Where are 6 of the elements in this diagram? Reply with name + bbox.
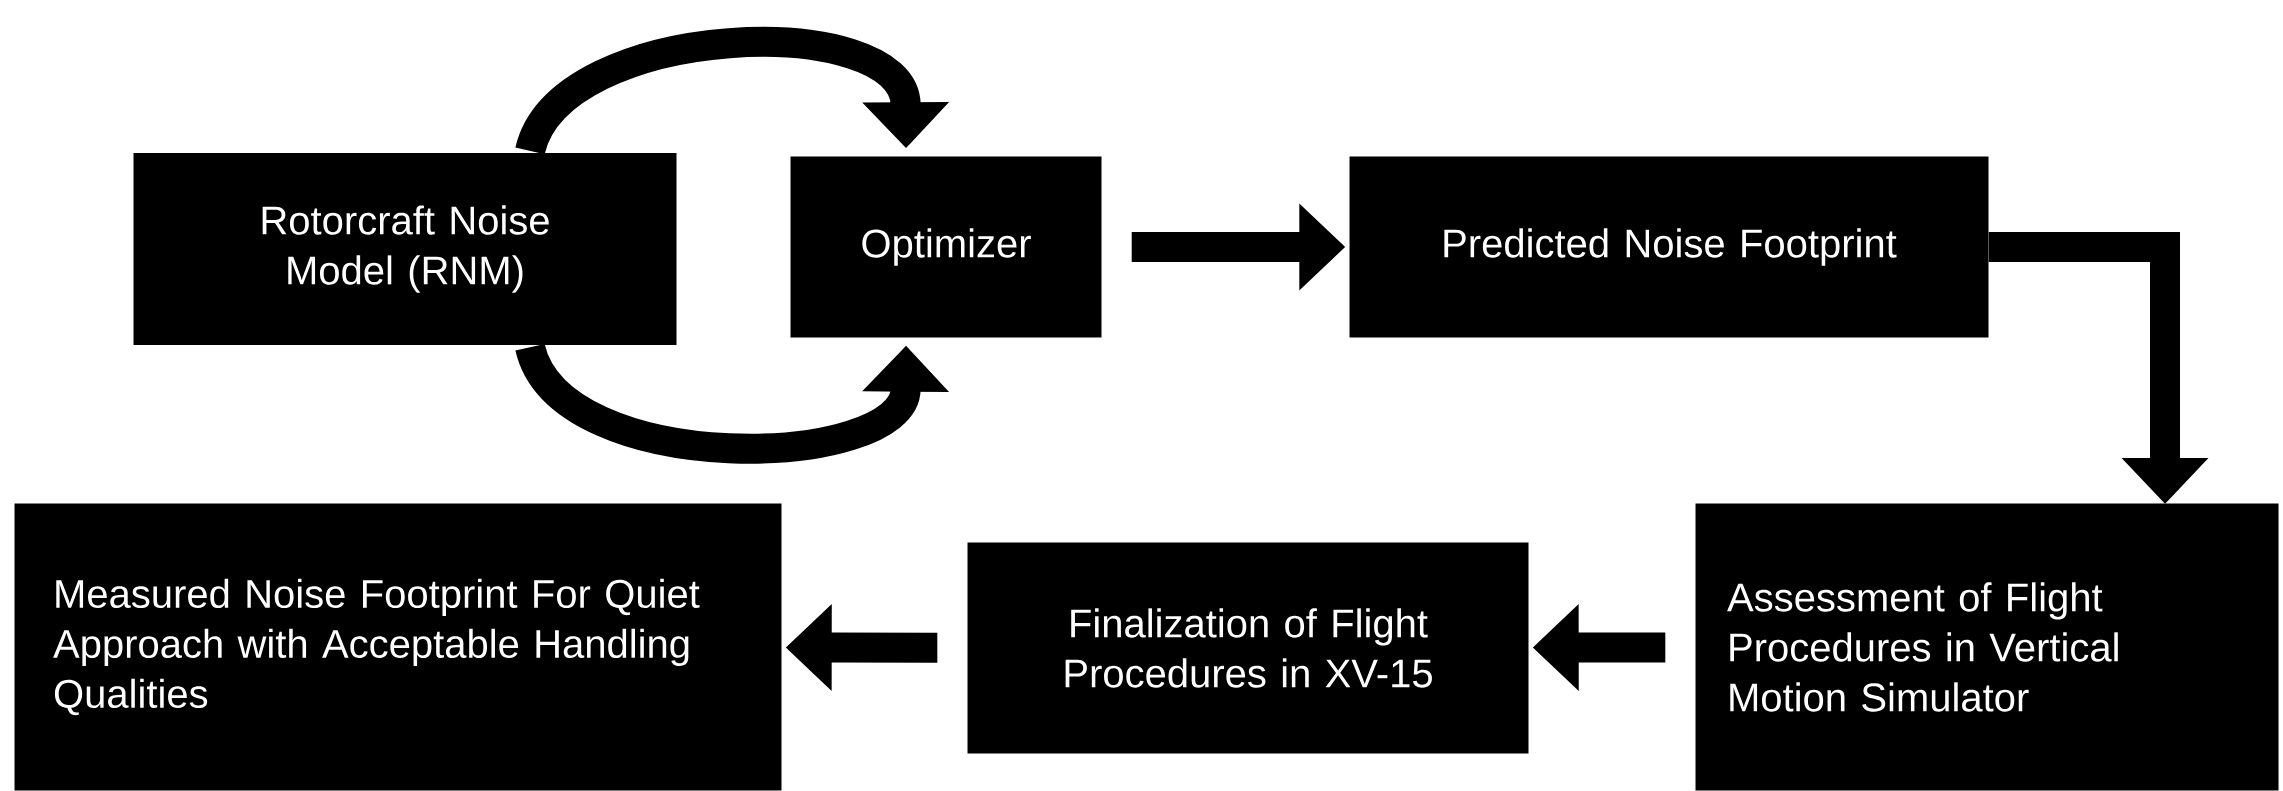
process-box: Rotorcraft Noise Model (RNM) [133, 153, 677, 345]
process-box: Assessment of Flight Procedures in Vertical Motion Simulator [1695, 503, 2279, 791]
process-box: Predicted Noise Footprint [1349, 156, 1989, 338]
process-box: Measured Noise Footprint For Quiet Approach with Acceptable Handling Qualities [14, 503, 782, 791]
process-box: Finalization of Flight Procedures in XV-15 [967, 542, 1529, 754]
process-box: Optimizer [790, 156, 1102, 338]
